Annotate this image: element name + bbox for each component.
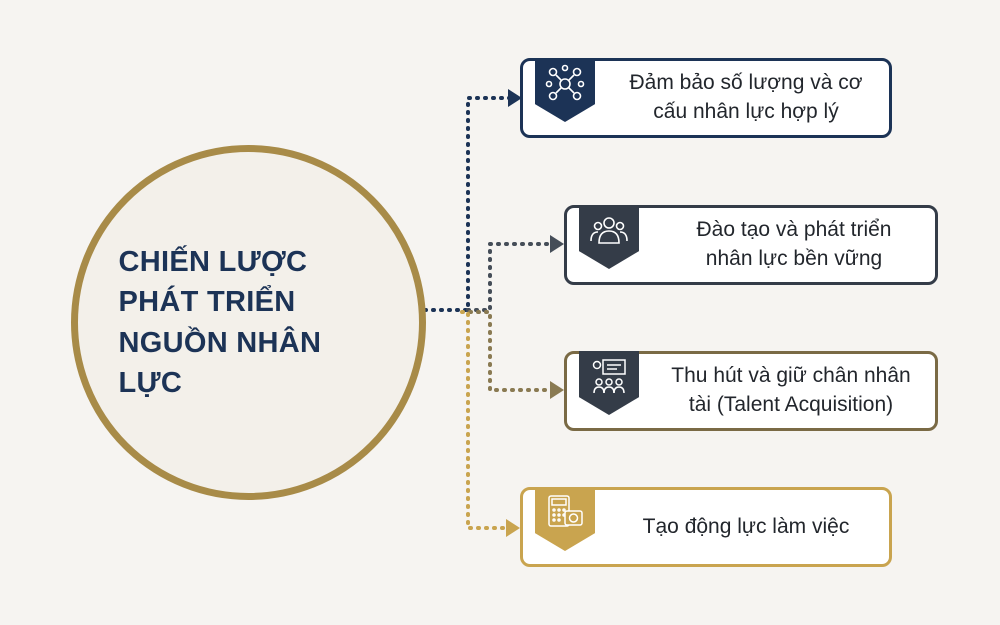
network-people-icon [535,58,595,122]
item-box-3: Thu hút và giữ chân nhân tài (Talent Acq… [564,351,938,431]
connector-2 [466,242,554,312]
arrow-head-3 [550,381,564,399]
center-title-line: PHÁT TRIỂN [118,286,296,319]
connector-4 [460,310,510,530]
meeting-presentation-icon [579,351,639,415]
center-title: CHIẾN LƯỢC PHÁT TRIỂN NGUỒN NHÂN LỰC [119,242,379,402]
item-1-line: cấu nhân lực hợp lý [653,100,839,123]
arrow-head-1 [508,89,522,107]
item-box-2: Đào tạo và phát triển nhân lực bền vững [564,205,938,285]
arrow-head-2 [550,235,564,253]
item-box-4: Tạo động lực làm việc [520,487,892,567]
item-3-line: tài (Talent Acquisition) [688,393,894,416]
center-title-line: NGUỒN NHÂN [118,326,322,359]
center-title-line: LỰC [118,366,183,399]
connector-3 [468,310,554,392]
center-circle: CHIẾN LƯỢC PHÁT TRIỂN NGUỒN NHÂN LỰC [71,145,426,500]
item-3-line: Thu hút và giữ chân nhân [671,364,911,388]
team-group-icon [579,205,639,269]
connector-1 [423,96,512,312]
center-title-line: CHIẾN LƯỢC [118,246,308,279]
item-2-line: nhân lực bền vững [705,247,883,270]
item-4-line: Tạo động lực làm việc [642,514,850,538]
item-box-1: Đảm bảo số lượng và cơ cấu nhân lực hợp … [520,58,892,138]
item-1-line: Đảm bảo số lượng và cơ [629,71,863,95]
item-2-line: Đào tạo và phát triển [696,218,892,242]
calculator-money-icon [535,487,595,551]
arrow-head-4 [506,519,520,537]
